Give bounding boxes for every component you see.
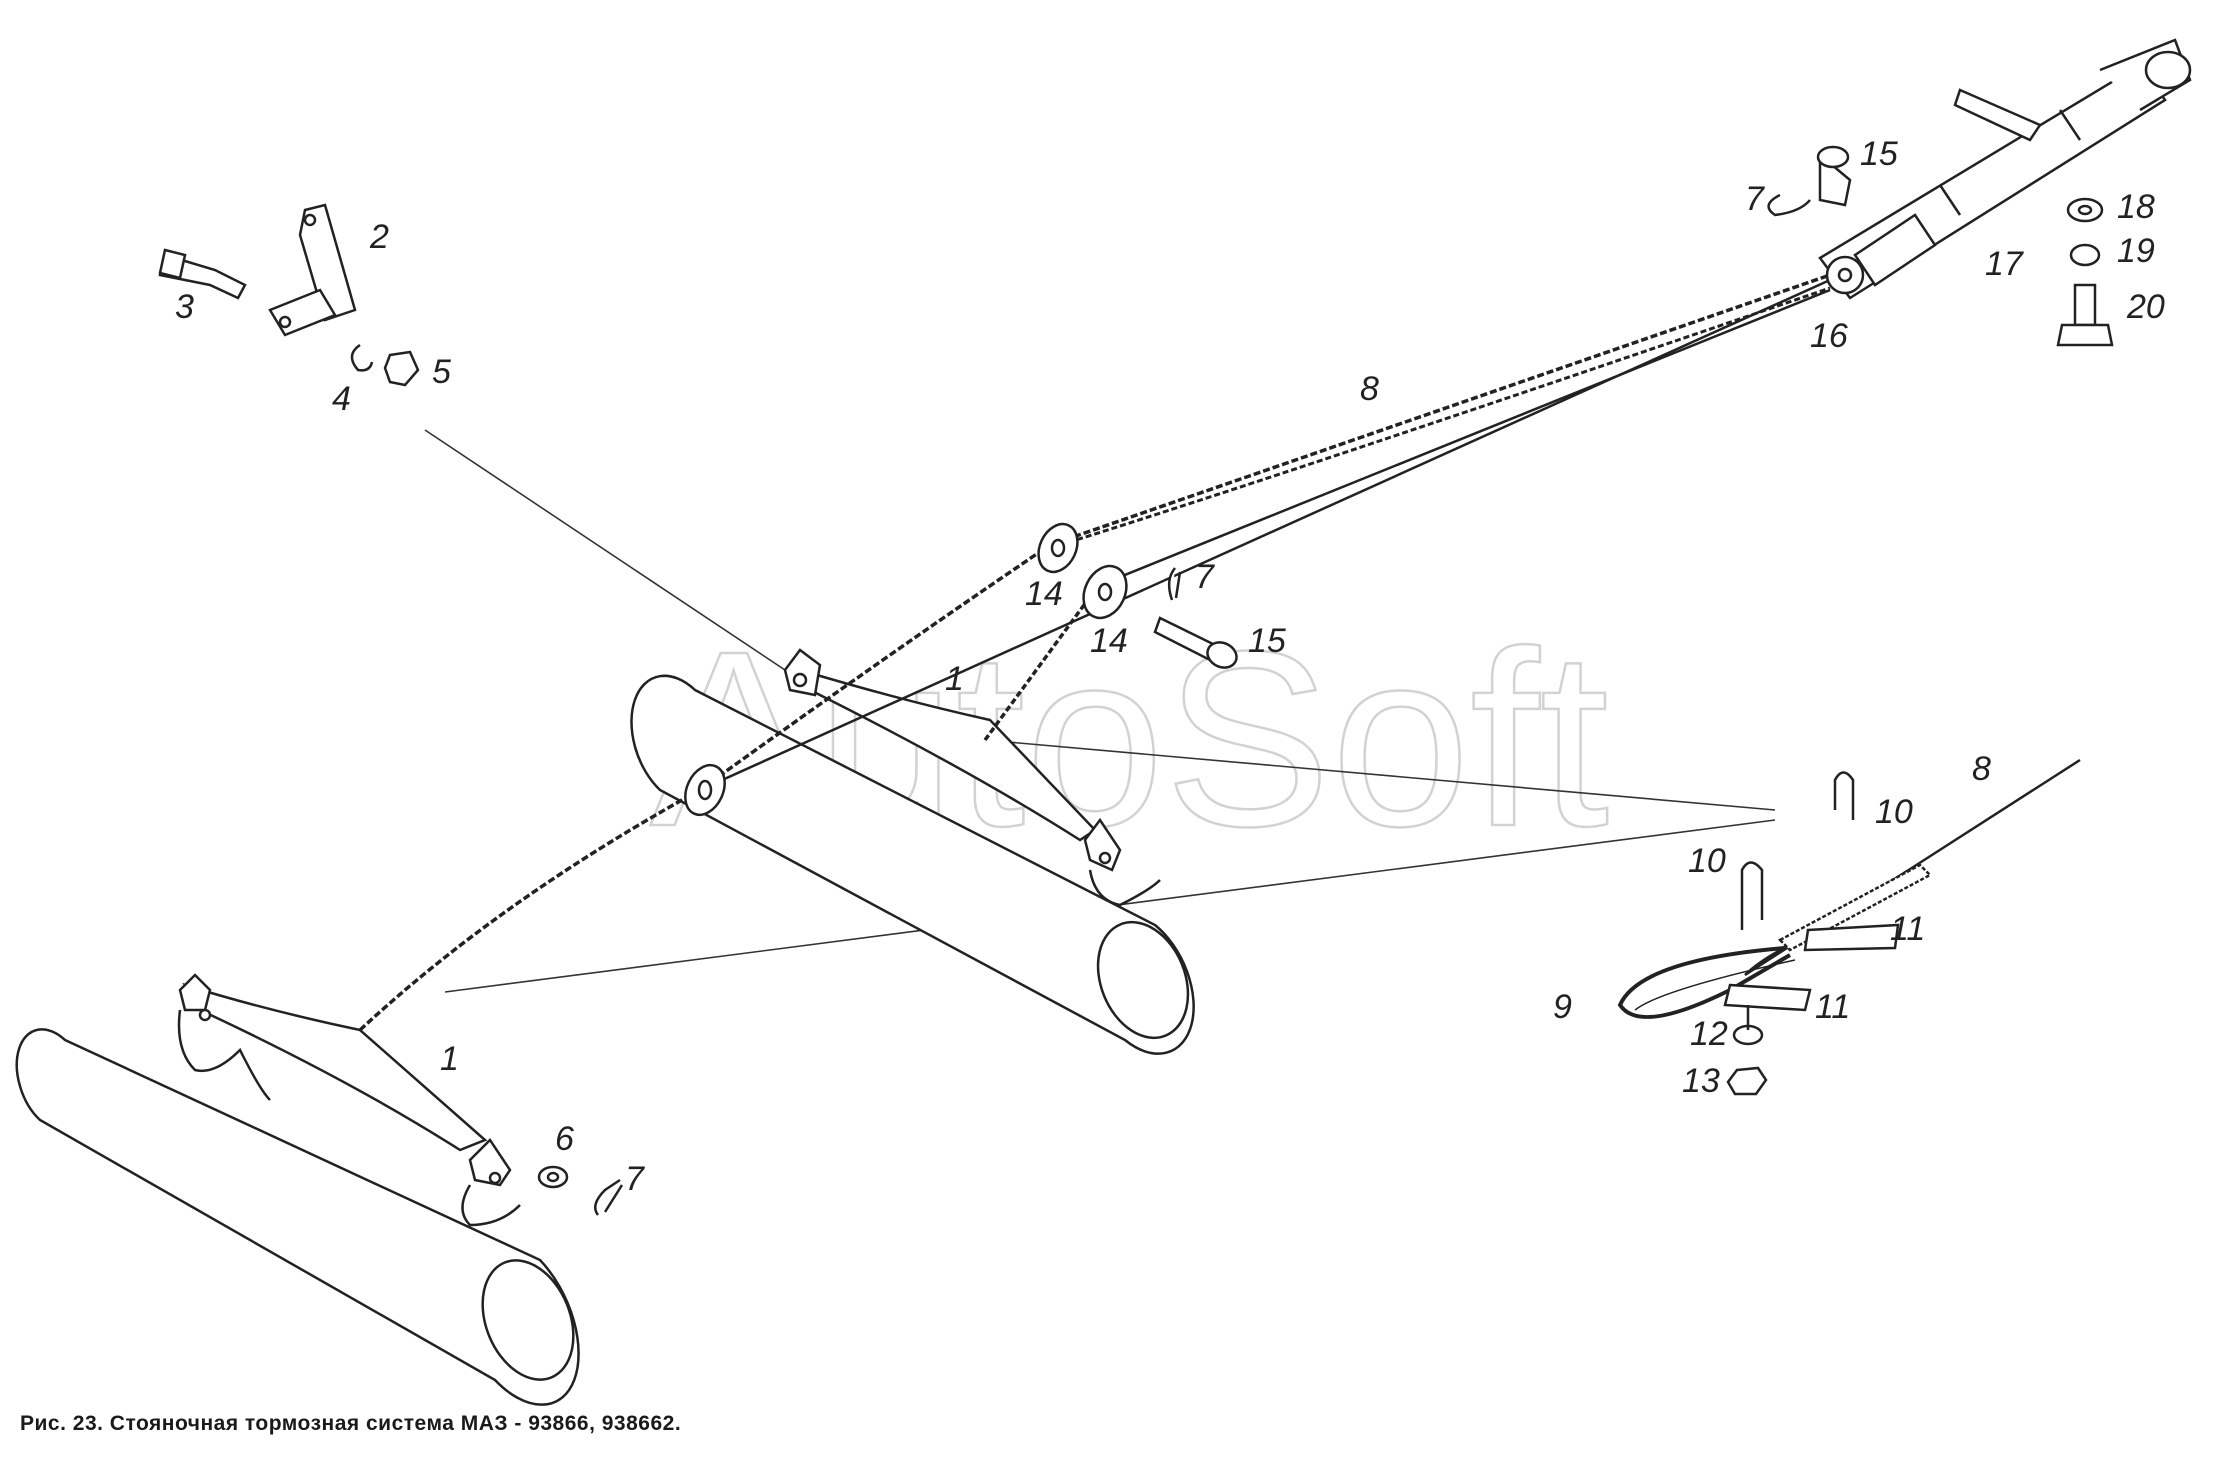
label-9: 9	[1553, 988, 1572, 1026]
label-12: 12	[1690, 1015, 1728, 1053]
label-16: 16	[1810, 317, 1848, 355]
label-15-top: 15	[1860, 135, 1898, 173]
label-7-rear: 7	[625, 1160, 645, 1198]
label-2: 2	[369, 218, 389, 256]
pulleys	[684, 522, 1128, 817]
label-8-cable: 8	[1360, 370, 1379, 408]
bracket-assembly	[158, 203, 420, 387]
brake-lever	[1767, 38, 2192, 300]
label-17: 17	[1985, 245, 2024, 283]
label-19: 19	[2117, 232, 2155, 270]
bolt-washers	[2056, 197, 2114, 347]
label-20: 20	[2126, 288, 2165, 326]
rear-fasteners	[537, 1165, 624, 1216]
label-18: 18	[2117, 188, 2155, 226]
rear-equalizer	[177, 973, 521, 1227]
label-7-top: 7	[1745, 180, 1765, 218]
label-11-lower: 11	[1815, 988, 1850, 1026]
rear-axle-tube	[15, 1028, 580, 1406]
label-6: 6	[555, 1120, 574, 1158]
label-7-middle: 7	[1195, 558, 1215, 596]
label-5: 5	[432, 353, 451, 391]
label-11-upper: 11	[1890, 910, 1925, 948]
cable-main	[358, 273, 1831, 1032]
cable-end-detail	[1617, 758, 2081, 1096]
part-labels: 1 1 2 3 4 5 6 7 7 7 8 8 9 10 10 11 11 12…	[175, 135, 2165, 1198]
label-1-middle: 1	[945, 660, 964, 698]
label-13: 13	[1682, 1062, 1720, 1100]
pin-15-middle	[1153, 567, 1238, 669]
label-10-left: 10	[1688, 842, 1726, 880]
label-8-detail: 8	[1972, 750, 1991, 788]
label-3: 3	[175, 288, 194, 326]
label-14-left: 14	[1025, 575, 1063, 613]
label-10-right: 10	[1875, 793, 1913, 831]
label-15-middle: 15	[1248, 622, 1286, 660]
label-4: 4	[332, 380, 351, 418]
label-14-right: 14	[1090, 622, 1128, 660]
label-1-rear: 1	[440, 1040, 459, 1078]
figure-caption: Рис. 23. Стояночная тормозная система МА…	[20, 1412, 682, 1435]
middle-axle-tube	[630, 674, 1195, 1055]
